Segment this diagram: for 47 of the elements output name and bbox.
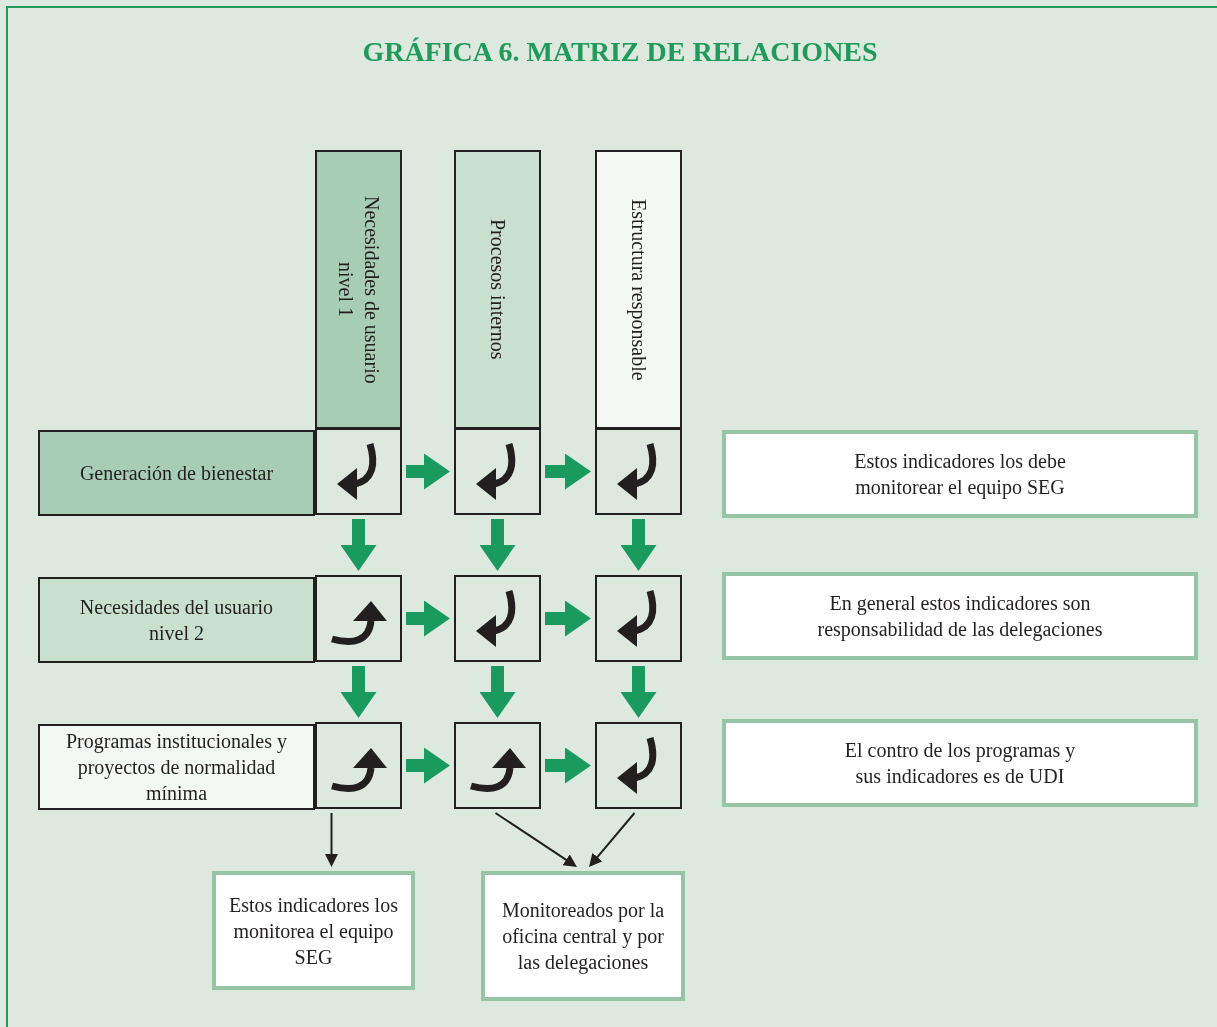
- arrow: [340, 666, 377, 718]
- row-header-text: Generación de bienestar: [79, 461, 274, 486]
- row-header-box: [38, 430, 315, 516]
- column-header-box: [315, 150, 402, 429]
- column-header-box: [454, 150, 541, 429]
- matrix-cell: [595, 428, 682, 515]
- matrix-cell: [595, 722, 682, 809]
- arrow: [406, 600, 450, 637]
- matrix-cell: [315, 722, 402, 809]
- arrow: [340, 519, 377, 571]
- note-box: [722, 572, 1198, 660]
- diagram-title: GRÁFICA 6. MATRIZ DE RELACIONES: [361, 36, 879, 68]
- arrow: [589, 812, 636, 867]
- arrow: [479, 519, 516, 571]
- matrix-cell: [595, 575, 682, 662]
- column-header-box: [595, 150, 682, 429]
- row-header-text: Necesidades del usuario nivel 2: [78, 595, 275, 646]
- arrow: [545, 600, 591, 637]
- note-text: Monitoreados por la oficina central y por las delegaciones: [500, 898, 666, 975]
- arrow: [620, 519, 657, 571]
- note-text: El contro de los programas y sus indicadores es de UDI: [843, 738, 1077, 789]
- note-text: Estos indicadores los monitorea el equipo SEG: [228, 892, 399, 970]
- row-header-text: Programas institucionales y proyectos de normalidad mínima: [64, 729, 289, 806]
- arrow: [545, 747, 591, 784]
- arrow: [494, 812, 577, 867]
- arrow: [620, 666, 657, 718]
- note-box: [722, 430, 1198, 518]
- note-text: En general estos indicadores son responsabilidad de las delegaciones: [816, 591, 1104, 642]
- note-box: [722, 719, 1198, 807]
- matrix-cell: [454, 722, 541, 809]
- arrow: [325, 812, 338, 867]
- arrow: [479, 666, 516, 718]
- row-header-box: [38, 577, 315, 663]
- note-box: [212, 871, 415, 990]
- matrix-cell: [315, 428, 402, 515]
- column-header-text: Estructura responsable: [626, 198, 651, 381]
- note-box: [481, 871, 685, 1001]
- column-header-text: Necesidades de usuario nivel 1: [333, 194, 384, 386]
- arrow: [406, 453, 450, 490]
- row-header-box: [38, 724, 315, 810]
- arrow: [406, 747, 450, 784]
- matrix-cell: [315, 575, 402, 662]
- arrow: [545, 453, 591, 490]
- column-header-text: Procesos internos: [485, 219, 510, 360]
- matrix-cell: [454, 575, 541, 662]
- note-text: Estos indicadores los debe monitorear el equipo SEG: [853, 449, 1067, 500]
- matrix-cell: [454, 428, 541, 515]
